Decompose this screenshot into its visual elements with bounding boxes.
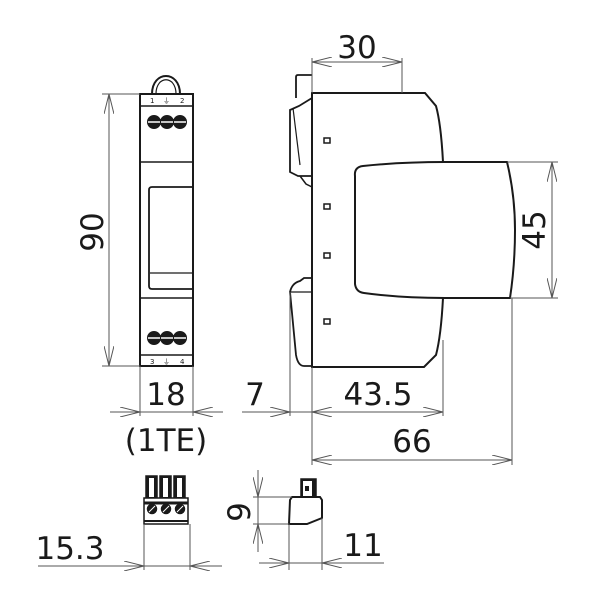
indicator-icon	[323, 137, 331, 144]
dim-30	[311, 58, 403, 93]
dim-11	[259, 518, 384, 570]
top-screw-terminals	[147, 115, 187, 129]
indicator-icon	[323, 203, 331, 210]
dim-45	[507, 161, 558, 299]
dim-18	[110, 366, 223, 416]
dim-9-label: 9	[222, 502, 258, 522]
dim-90	[102, 93, 140, 367]
dim-90-label: 90	[75, 212, 111, 251]
bottom-screw-terminals	[147, 331, 187, 345]
arch-handle-icon	[151, 75, 181, 95]
dim-15-3	[38, 524, 222, 570]
terminal-label-3: 3	[150, 358, 154, 366]
dim-45-label: 45	[517, 210, 553, 249]
dim-1te-label: (1TE)	[125, 423, 207, 459]
indicator-icon	[323, 318, 331, 325]
dim-30-label: 30	[337, 30, 376, 66]
dim-66-label: 66	[392, 424, 431, 460]
terminal-label-1: 1	[150, 97, 154, 105]
connector-side-view	[287, 478, 323, 525]
display-window	[148, 186, 193, 290]
indicator-icon	[323, 252, 331, 259]
terminal-label-4: 4	[180, 358, 185, 366]
dim-43-5-label: 43.5	[343, 377, 412, 413]
dim-15-3-label: 15.3	[35, 531, 104, 567]
ground-symbol-icon: ⏚	[163, 97, 170, 105]
side-view	[289, 74, 517, 368]
dim-11-label: 11	[343, 528, 382, 564]
front-view	[139, 75, 194, 367]
dim-18-label: 18	[146, 377, 185, 413]
front-cover	[353, 161, 517, 299]
dim-9	[253, 470, 292, 552]
connector-front-view	[143, 475, 189, 525]
ground-symbol-icon: ⏚	[163, 358, 170, 366]
dim-7-label: 7	[245, 377, 265, 413]
terminal-label-2: 2	[180, 97, 184, 105]
front-housing	[139, 93, 194, 367]
